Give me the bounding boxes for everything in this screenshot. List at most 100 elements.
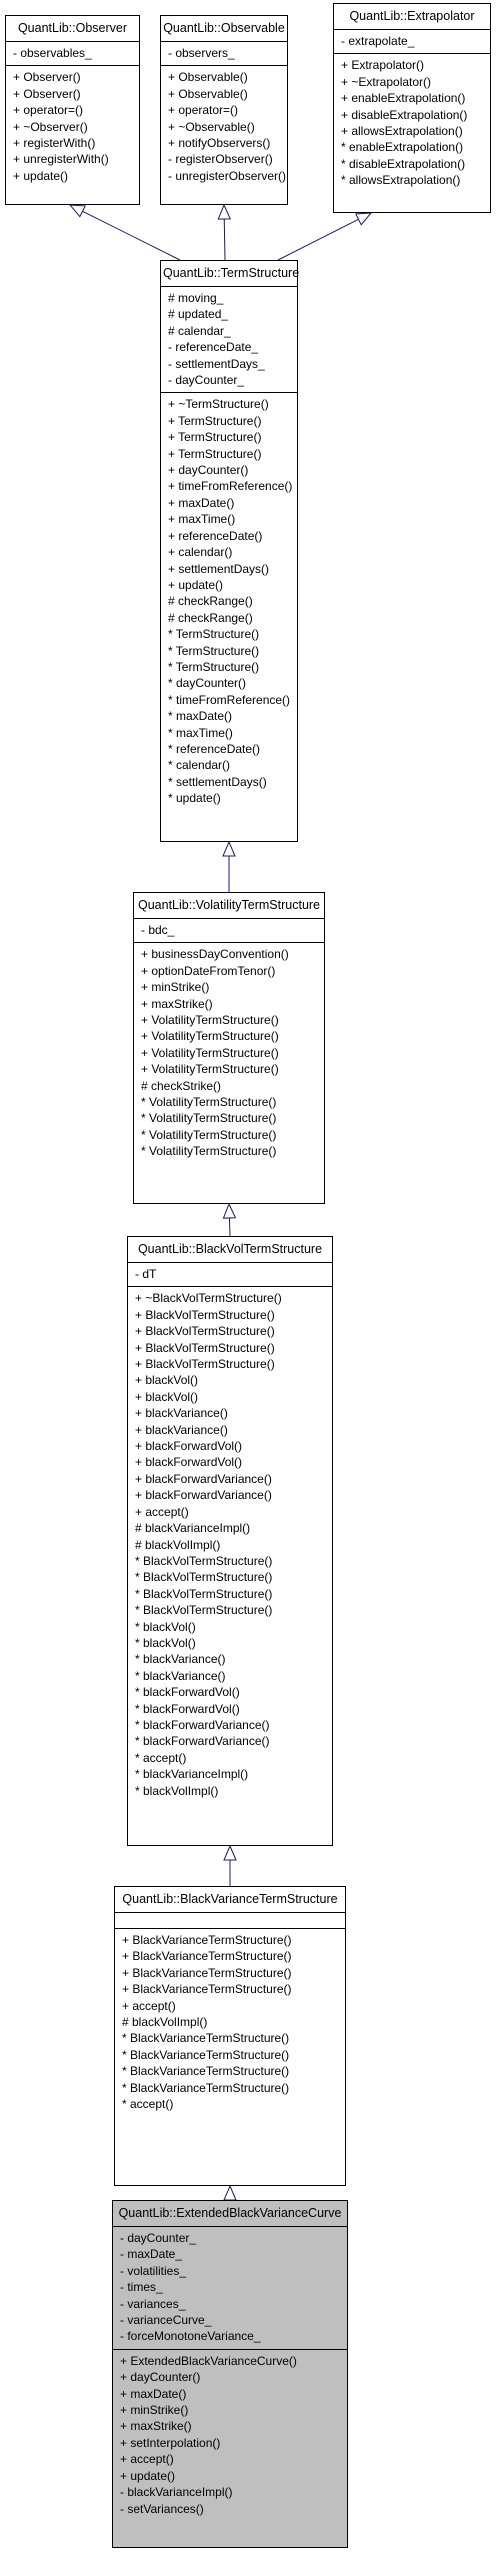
class-box-extrapolator[interactable]: QuantLib::Extrapolator- extrapolate_+ Ex… [333,3,491,213]
operation: + update() [168,577,224,592]
operation: + blackVariance() [135,1406,228,1421]
operation: + maxDate() [168,495,235,510]
operations-compartment: + businessDayConvention()+ optionDateFro… [134,943,324,1163]
attribute: - varianceCurve_ [120,2313,212,2328]
operation: * referenceDate() [168,741,261,756]
attribute: - forceMonotoneVariance_ [120,2329,261,2344]
inheritance-arrowhead-volatilitytermstructure-to-termstructure [222,840,236,857]
operation: * disableExtrapolation() [341,156,466,171]
operation: * update() [168,791,221,806]
class-box-volatilitytermstructure[interactable]: QuantLib::VolatilityTermStructure- bdc_+… [133,892,325,1204]
operation: + blackVol() [135,1373,199,1388]
class-box-observable[interactable]: QuantLib::Observable- observers_+ Observ… [160,15,288,205]
operation: * BlackVolTermStructure() [135,1553,273,1568]
operation: * accept() [122,2097,174,2112]
operation: - setVariances() [120,2501,204,2516]
operation: * blackVariance() [135,1668,226,1683]
operation: * TermStructure() [168,627,260,642]
operation: + enableExtrapolation() [341,91,466,106]
operation: + maxTime() [168,512,236,527]
class-name[interactable]: QuantLib::Observable [161,16,287,42]
operation: + update() [13,168,69,183]
operation: + optionDateFromTenor() [141,963,276,978]
operation: # blackVarianceImpl() [135,1521,251,1536]
class-box-extendedblackvariancecurve[interactable]: QuantLib::ExtendedBlackVarianceCurve- da… [112,2200,348,2548]
operation: # blackVolImpl() [135,1537,221,1552]
class-name[interactable]: QuantLib::ExtendedBlackVarianceCurve [113,2201,347,2227]
operation: * blackVol() [135,1619,196,1634]
operation: + settlementDays() [168,561,270,576]
operation: + Observer() [13,86,81,101]
operation: + referenceDate() [168,528,263,543]
attribute: - maxDate_ [120,2247,183,2262]
operation: # checkRange() [168,594,253,609]
class-box-blackvoltermstructure[interactable]: QuantLib::BlackVolTermStructure- dT+ ~Bl… [127,1236,333,1846]
operation: + businessDayConvention() [141,947,289,962]
operation: + minStrike() [120,2403,189,2418]
operation: * maxDate() [168,709,233,724]
class-box-observer[interactable]: QuantLib::Observer- observables_+ Observ… [5,15,140,205]
class-name[interactable]: QuantLib::Observer [6,16,139,42]
class-name[interactable]: QuantLib::BlackVolTermStructure [128,1237,332,1263]
operation: * BlackVolTermStructure() [135,1603,273,1618]
inheritance-line-termstructure-to-extrapolator [277,218,359,261]
attribute: # moving_ [168,291,224,305]
attribute: # calendar_ [168,323,231,338]
operation: + maxStrike() [120,2419,192,2434]
operation: + BlackVolTermStructure() [135,1340,275,1355]
class-name[interactable]: QuantLib::VolatilityTermStructure [134,893,324,919]
operation: + disableExtrapolation() [341,107,468,122]
class-name[interactable]: QuantLib::Extrapolator [334,4,490,30]
operation: + Observable() [168,70,248,85]
attributes-compartment [115,1913,345,1929]
operation: + ~Extrapolator() [341,74,432,89]
operation: * settlementDays() [168,774,267,789]
operation: + TermStructure() [168,430,262,445]
operation: + maxStrike() [141,996,213,1011]
inheritance-arrowhead-termstructure-to-observable [217,203,232,220]
operation: * BlackVarianceTermStructure() [122,2047,290,2062]
inheritance-line-termstructure-to-observable [223,218,226,261]
operation: + unregisterWith() [13,152,109,167]
class-name[interactable]: QuantLib::BlackVarianceTermStructure [115,1887,345,1913]
operation: + dayCounter() [120,2370,201,2385]
operation: + calendar() [168,545,233,560]
class-box-blackvariancetermstructure[interactable]: QuantLib::BlackVarianceTermStructure+ Bl… [114,1886,346,2186]
operation: * TermStructure() [168,643,260,658]
operation: * VolatilityTermStructure() [141,1144,277,1159]
operation: + BlackVolTermStructure() [135,1307,275,1322]
operation: + operator=() [168,103,239,118]
operation: + ~Observable() [168,119,255,134]
operation: + TermStructure() [168,446,262,461]
operation: + update() [120,2468,176,2483]
operation: * VolatilityTermStructure() [141,1127,277,1142]
operation: * VolatilityTermStructure() [141,1111,277,1126]
operation: + Extrapolator() [341,58,425,73]
operation: + accept() [122,1998,176,2013]
operation: + BlackVarianceTermStructure() [122,1965,292,1980]
operation: - blackVarianceImpl() [120,2485,233,2500]
attributes-compartment: - dayCounter_- maxDate_- volatilities_- … [113,2227,347,2350]
class-box-termstructure[interactable]: QuantLib::TermStructure# moving_# update… [160,260,299,842]
class-name[interactable]: QuantLib::TermStructure [161,261,299,287]
operation: * accept() [135,1750,187,1765]
operation: + blackForwardVol() [135,1455,243,1470]
operation: * BlackVolTermStructure() [135,1586,273,1601]
operation: + setInterpolation() [120,2435,221,2450]
operation: + dayCounter() [168,463,249,478]
operation: + BlackVarianceTermStructure() [122,1982,292,1997]
operations-compartment: + BlackVarianceTermStructure() + BlackVar… [115,1929,345,2116]
operation: * enableExtrapolation() [341,140,464,155]
attribute: - extrapolate_ [341,34,415,48]
operation: * blackForwardVariance() [135,1717,270,1732]
operation: * BlackVarianceTermStructure() [122,2031,290,2046]
operations-compartment: + ~TermStructure()+ TermStructure()+ Ter… [161,393,297,810]
attribute: - referenceDate_ [168,340,259,355]
operation: # checkRange() [168,610,253,625]
attribute: - observers_ [168,46,235,60]
attribute: - bdc_ [141,923,175,937]
operation: * allowsExtrapolation() [341,173,461,188]
operation: + ExtendedBlackVarianceCurve() [120,2353,297,2368]
operation: * VolatilityTermStructure() [141,1095,277,1110]
